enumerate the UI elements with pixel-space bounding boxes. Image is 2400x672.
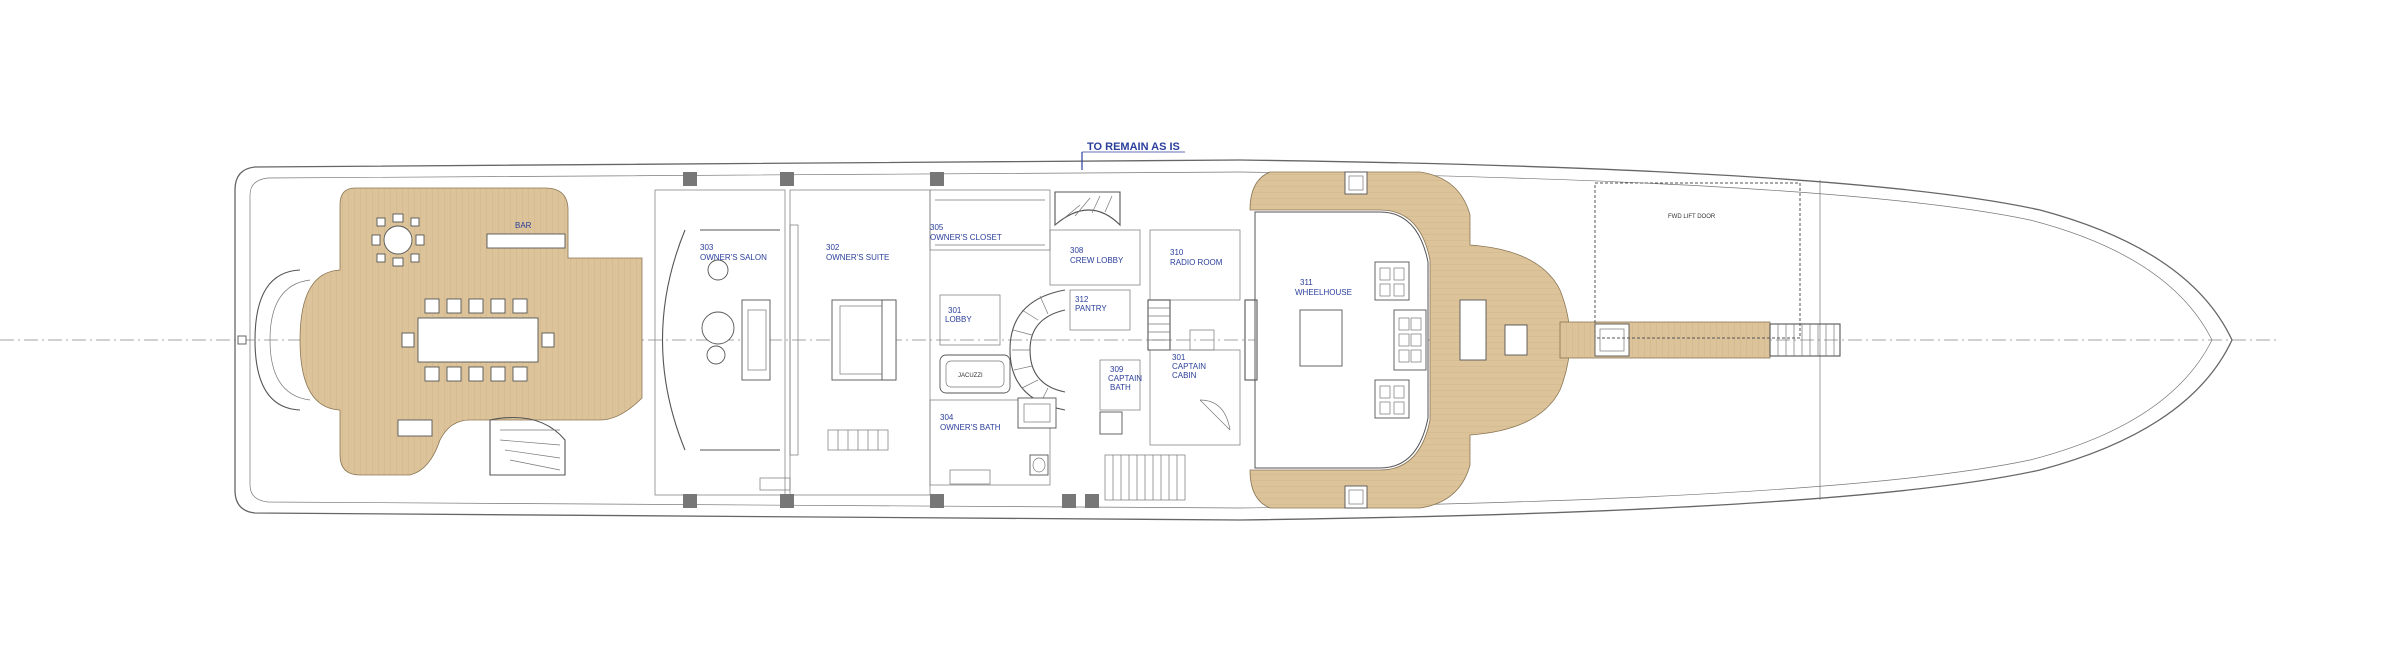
salon-number: 303 [700, 243, 714, 252]
closet-number: 305 [930, 223, 944, 232]
captain-bath-line1: CAPTAIN [1108, 374, 1142, 383]
aft-spiral-stair [489, 417, 566, 476]
stern-transom-inner [269, 279, 311, 401]
long-dining-table [401, 298, 555, 382]
aft-door-marker [237, 335, 247, 345]
bow-ladder [1769, 323, 1841, 357]
bath-name: OWNER'S BATH [940, 423, 1001, 432]
crew-lobby-walls [1049, 229, 1141, 286]
captain-cabin-line2: CABIN [1172, 371, 1197, 380]
captain-bath-sink [1099, 411, 1123, 435]
wing-stations [1344, 171, 1528, 509]
jacuzzi-tub [939, 354, 1011, 394]
jacuzzi-label: JACUZZI [958, 373, 983, 379]
salon-bulkhead [654, 189, 786, 496]
pantry-name: PANTRY [1075, 304, 1107, 313]
crew-room-inner [1023, 403, 1051, 423]
fwd-lift-door-label: FWD LIFT DOOR [1668, 214, 1716, 220]
suite-wardrobe-lines [837, 430, 879, 450]
salon-posts [683, 172, 1099, 508]
stern-transom [254, 269, 301, 411]
central-spiral-stair [1009, 289, 1066, 411]
suite-desk [789, 224, 799, 456]
radio-room-walls [1149, 229, 1241, 301]
pantry-walls [1069, 289, 1131, 331]
hull-outline [234, 159, 2233, 521]
lobby-number: 301 [948, 306, 962, 315]
crew-stair [1054, 191, 1121, 227]
suite-bed [831, 299, 897, 381]
hull-inner [249, 171, 2213, 509]
captain-cabin-bed [1189, 329, 1215, 351]
closet-name: OWNER'S CLOSET [930, 233, 1002, 242]
captain-bath-walls [1099, 359, 1141, 411]
wheelhouse-number: 311 [1300, 278, 1313, 287]
captain-cabin-line1: CAPTAIN [1172, 362, 1206, 371]
crew-lobby-number: 308 [1070, 246, 1084, 255]
bow-ladder-rungs [1777, 324, 1835, 356]
bar-label: BAR [515, 221, 532, 230]
closet-walls [929, 189, 1051, 251]
jacuzzi-inner [945, 360, 1005, 388]
radio-stair [1147, 299, 1171, 351]
radio-name: RADIO ROOM [1170, 258, 1223, 267]
wheelhouse-name: WHEELHOUSE [1295, 288, 1352, 297]
suite-name: OWNER'S SUITE [826, 253, 889, 262]
remain-annotation: TO REMAIN AS IS [1087, 141, 1180, 153]
salon-name: OWNER'S SALON [700, 253, 767, 262]
closet-shelves [935, 199, 1045, 246]
lounge-seat [397, 419, 433, 437]
salon-curve [661, 229, 780, 451]
bow-hatch-inner [1599, 328, 1625, 352]
bath-number: 304 [940, 413, 954, 422]
chart-table [1299, 309, 1343, 367]
radio-number: 310 [1170, 248, 1184, 257]
suite-number: 302 [826, 243, 840, 252]
wheelhouse-bulkhead [1244, 299, 1258, 381]
lobby-walls [939, 294, 1001, 346]
pantry-number: 312 [1075, 295, 1089, 304]
bow-walkway [1559, 321, 1771, 359]
wheelhouse-deck-top [1249, 171, 1571, 509]
bar-counter [486, 233, 566, 249]
salon-furniture [701, 259, 771, 381]
captain-cabin-door [1199, 399, 1231, 431]
helm-consoles [1374, 261, 1427, 419]
captain-bath-line2: BATH [1110, 383, 1131, 392]
bath-walls [929, 399, 1051, 486]
lower-stair [1104, 454, 1186, 501]
lobby-name: LOBBY [945, 315, 972, 324]
round-dining-table [371, 213, 425, 267]
captain-cabin-number: 301 [1172, 353, 1186, 362]
fwd-lift-door-outline [1594, 182, 1801, 339]
crew-lobby-name: CREW LOBBY [1070, 256, 1124, 265]
captain-bath-number: 309 [1110, 365, 1124, 374]
salon-door-top [759, 477, 791, 491]
